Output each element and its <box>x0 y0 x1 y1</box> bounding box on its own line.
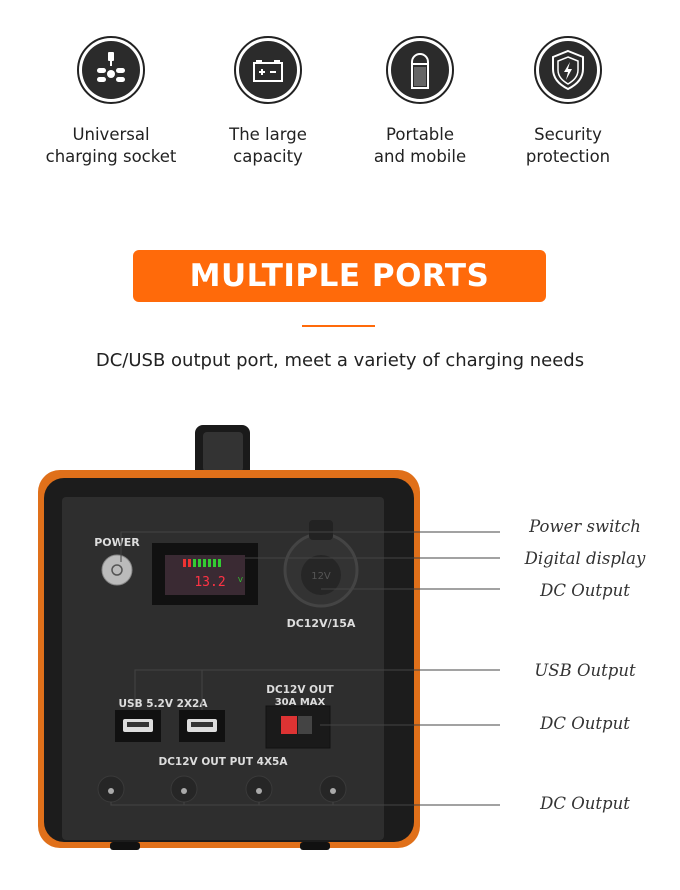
feature-label: capacity <box>233 147 303 166</box>
callout-digital-display: Digital display <box>524 549 646 568</box>
callout-dc-output-anderson: DC Output <box>540 714 630 733</box>
battery-icon <box>239 41 297 99</box>
feature-label: Universal <box>72 125 150 144</box>
socket-12v-text: 12V <box>311 571 331 582</box>
battery-level-bars <box>183 559 221 567</box>
callout-dc-output-barrel: DC Output <box>540 794 630 813</box>
shield-lightning-icon <box>539 41 597 99</box>
voltage-unit: V <box>238 576 243 584</box>
anderson-label-1: DC12V OUT <box>266 684 334 696</box>
feature-security: Security protection <box>493 36 643 168</box>
callout-power-switch: Power switch <box>529 517 641 536</box>
feature-label: Portable <box>385 125 455 144</box>
section-subtitle: DC/USB output port, meet a variety of ch… <box>95 350 585 371</box>
barrel-label: DC12V OUT PUT 4X5A <box>159 756 289 768</box>
dc-barrel-port-1[interactable] <box>97 775 125 803</box>
anderson-port[interactable] <box>265 705 331 749</box>
anderson-label-2: 30A MAX <box>275 697 326 708</box>
feature-label: protection <box>525 147 611 166</box>
power-station-image: POWER 13.2 V 12V DC12V/15A USB 5.2V 2X2A… <box>38 425 500 850</box>
section-banner: MULTIPLE PORTS <box>133 250 546 302</box>
plug-socket-icon <box>82 41 140 99</box>
dc-barrel-port-3[interactable] <box>245 775 273 803</box>
power-icon <box>111 564 123 576</box>
cig-socket-label: DC12V/15A <box>287 617 356 630</box>
portable-battery-icon <box>391 41 449 99</box>
power-switch[interactable] <box>101 554 133 586</box>
callout-lines <box>110 531 500 806</box>
feature-label: The large <box>229 125 307 144</box>
divider <box>302 325 375 327</box>
voltage-readout: 13.2 <box>194 575 225 590</box>
feature-universal-socket: Universal charging socket <box>36 36 186 168</box>
power-label: POWER <box>94 536 140 549</box>
dc-barrel-port-4[interactable] <box>319 775 347 803</box>
feature-label: charging socket <box>45 147 177 166</box>
usb-label: USB 5.2V 2X2A <box>119 698 209 710</box>
usb-port-1[interactable] <box>115 710 161 742</box>
callout-usb-output: USB Output <box>534 661 636 680</box>
feature-label: and mobile <box>373 147 467 166</box>
callout-dc-output-socket: DC Output <box>540 581 630 600</box>
usb-port-2[interactable] <box>179 710 225 742</box>
feature-portable: Portable and mobile <box>345 36 495 168</box>
dc-barrel-port-2[interactable] <box>170 775 198 803</box>
feature-label: Security <box>534 125 602 144</box>
feature-large-capacity: The large capacity <box>193 36 343 168</box>
